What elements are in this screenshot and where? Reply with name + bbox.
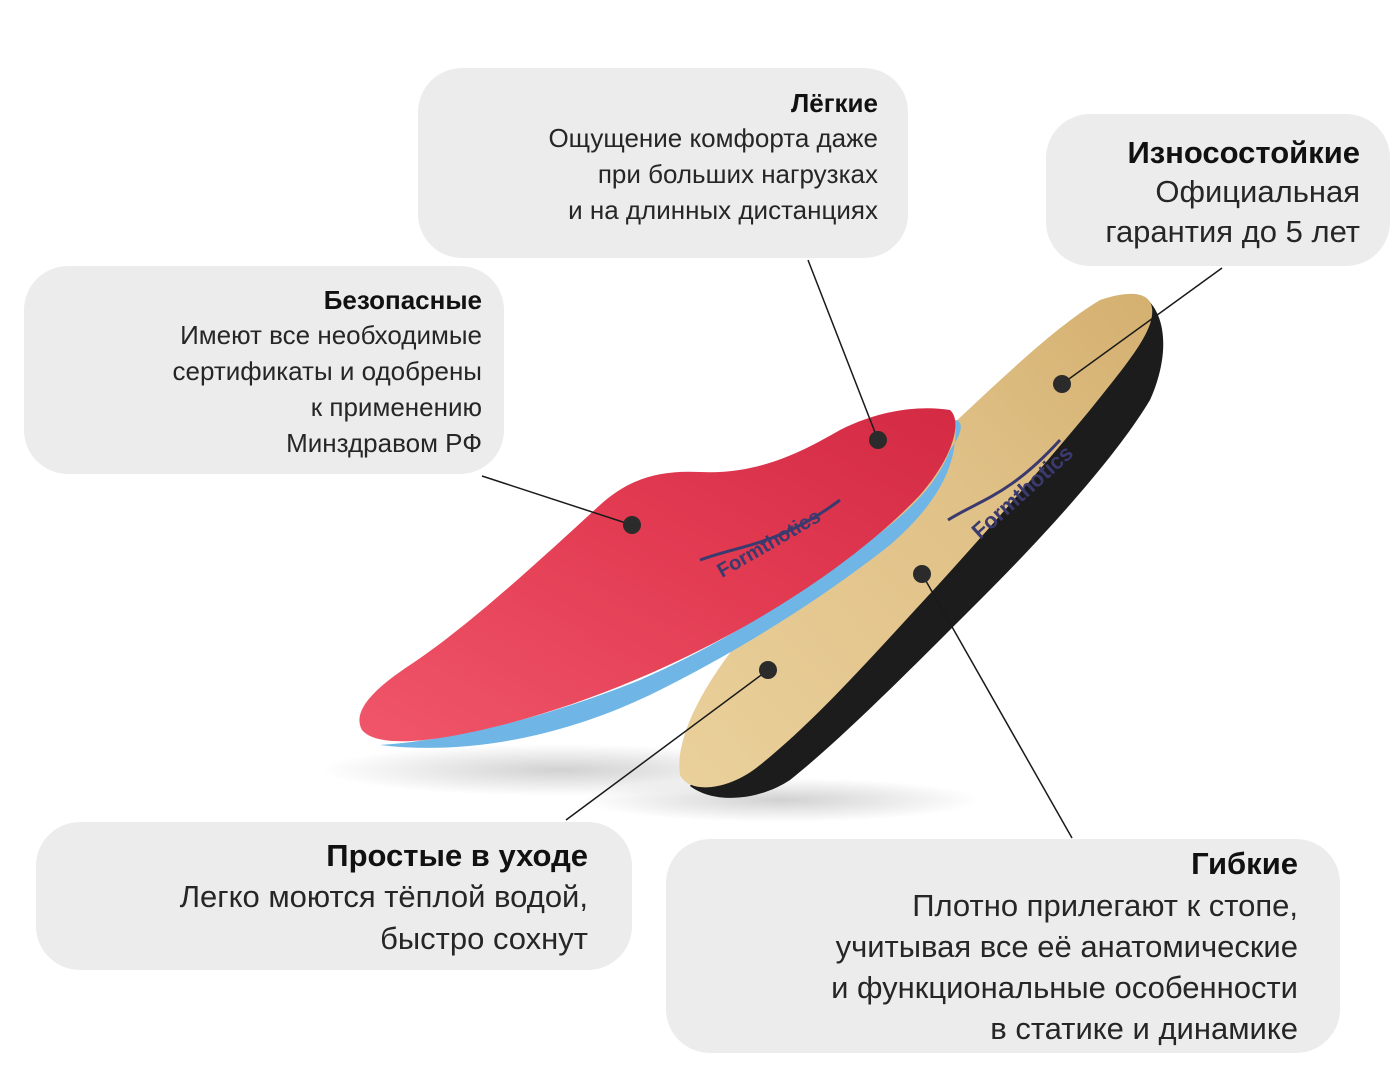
leader-line-light (807, 259, 879, 441)
callout-durable-title: Износостойкие (1127, 135, 1360, 170)
callout-light-body: Ощущение комфорта даже при больших нагру… (548, 123, 878, 225)
callout-easy-care-title: Простые в уходе (326, 838, 588, 873)
red-top-surface (359, 408, 956, 742)
marker-dot-durable (1053, 375, 1071, 393)
callout-durable: Износостойкие Официальная гарантия до 5 … (1046, 114, 1390, 266)
blue-sole-base (380, 420, 961, 748)
floor-shadow (580, 778, 980, 822)
leader-line-easy-care (565, 669, 769, 821)
callout-light: Лёгкие Ощущение комфорта даже при больши… (418, 68, 908, 258)
marker-dot-easy-care (759, 661, 777, 679)
formthotics-wave (699, 498, 841, 562)
marker-dot-light (869, 431, 887, 449)
callout-safe-title: Безопасные (323, 285, 482, 315)
marker-dot-flexible (913, 565, 931, 583)
callout-easy-care-body: Легко моются тёплой водой, быстро сохнут (179, 879, 588, 956)
callout-light-title: Лёгкие (791, 88, 878, 118)
red-insole: Formthotics (359, 408, 961, 748)
callout-flexible-title: Гибкие (1191, 846, 1298, 881)
tan-insole: Formthotics (679, 293, 1164, 798)
leader-lines (481, 259, 1223, 839)
callout-flexible-body: Плотно прилегают к стопе, учитывая все е… (831, 888, 1298, 1046)
formthotics-wave (947, 438, 1062, 522)
callout-safe: Безопасные Имеют все необходимые сертифи… (24, 266, 504, 474)
tan-top-surface (679, 293, 1153, 788)
leader-line-durable (1061, 267, 1223, 385)
leader-line-safe (481, 475, 633, 526)
marker-dots (623, 375, 1071, 679)
leader-line-flexible (921, 573, 1073, 839)
callout-durable-body: Официальная гарантия до 5 лет (1105, 174, 1360, 249)
callout-easy-care: Простые в уходе Легко моются тёплой водо… (36, 822, 632, 970)
marker-dot-safe (623, 516, 641, 534)
callout-flexible: Гибкие Плотно прилегают к стопе, учитыва… (666, 839, 1340, 1053)
callout-safe-body: Имеют все необходимые сертификаты и одоб… (172, 320, 482, 458)
